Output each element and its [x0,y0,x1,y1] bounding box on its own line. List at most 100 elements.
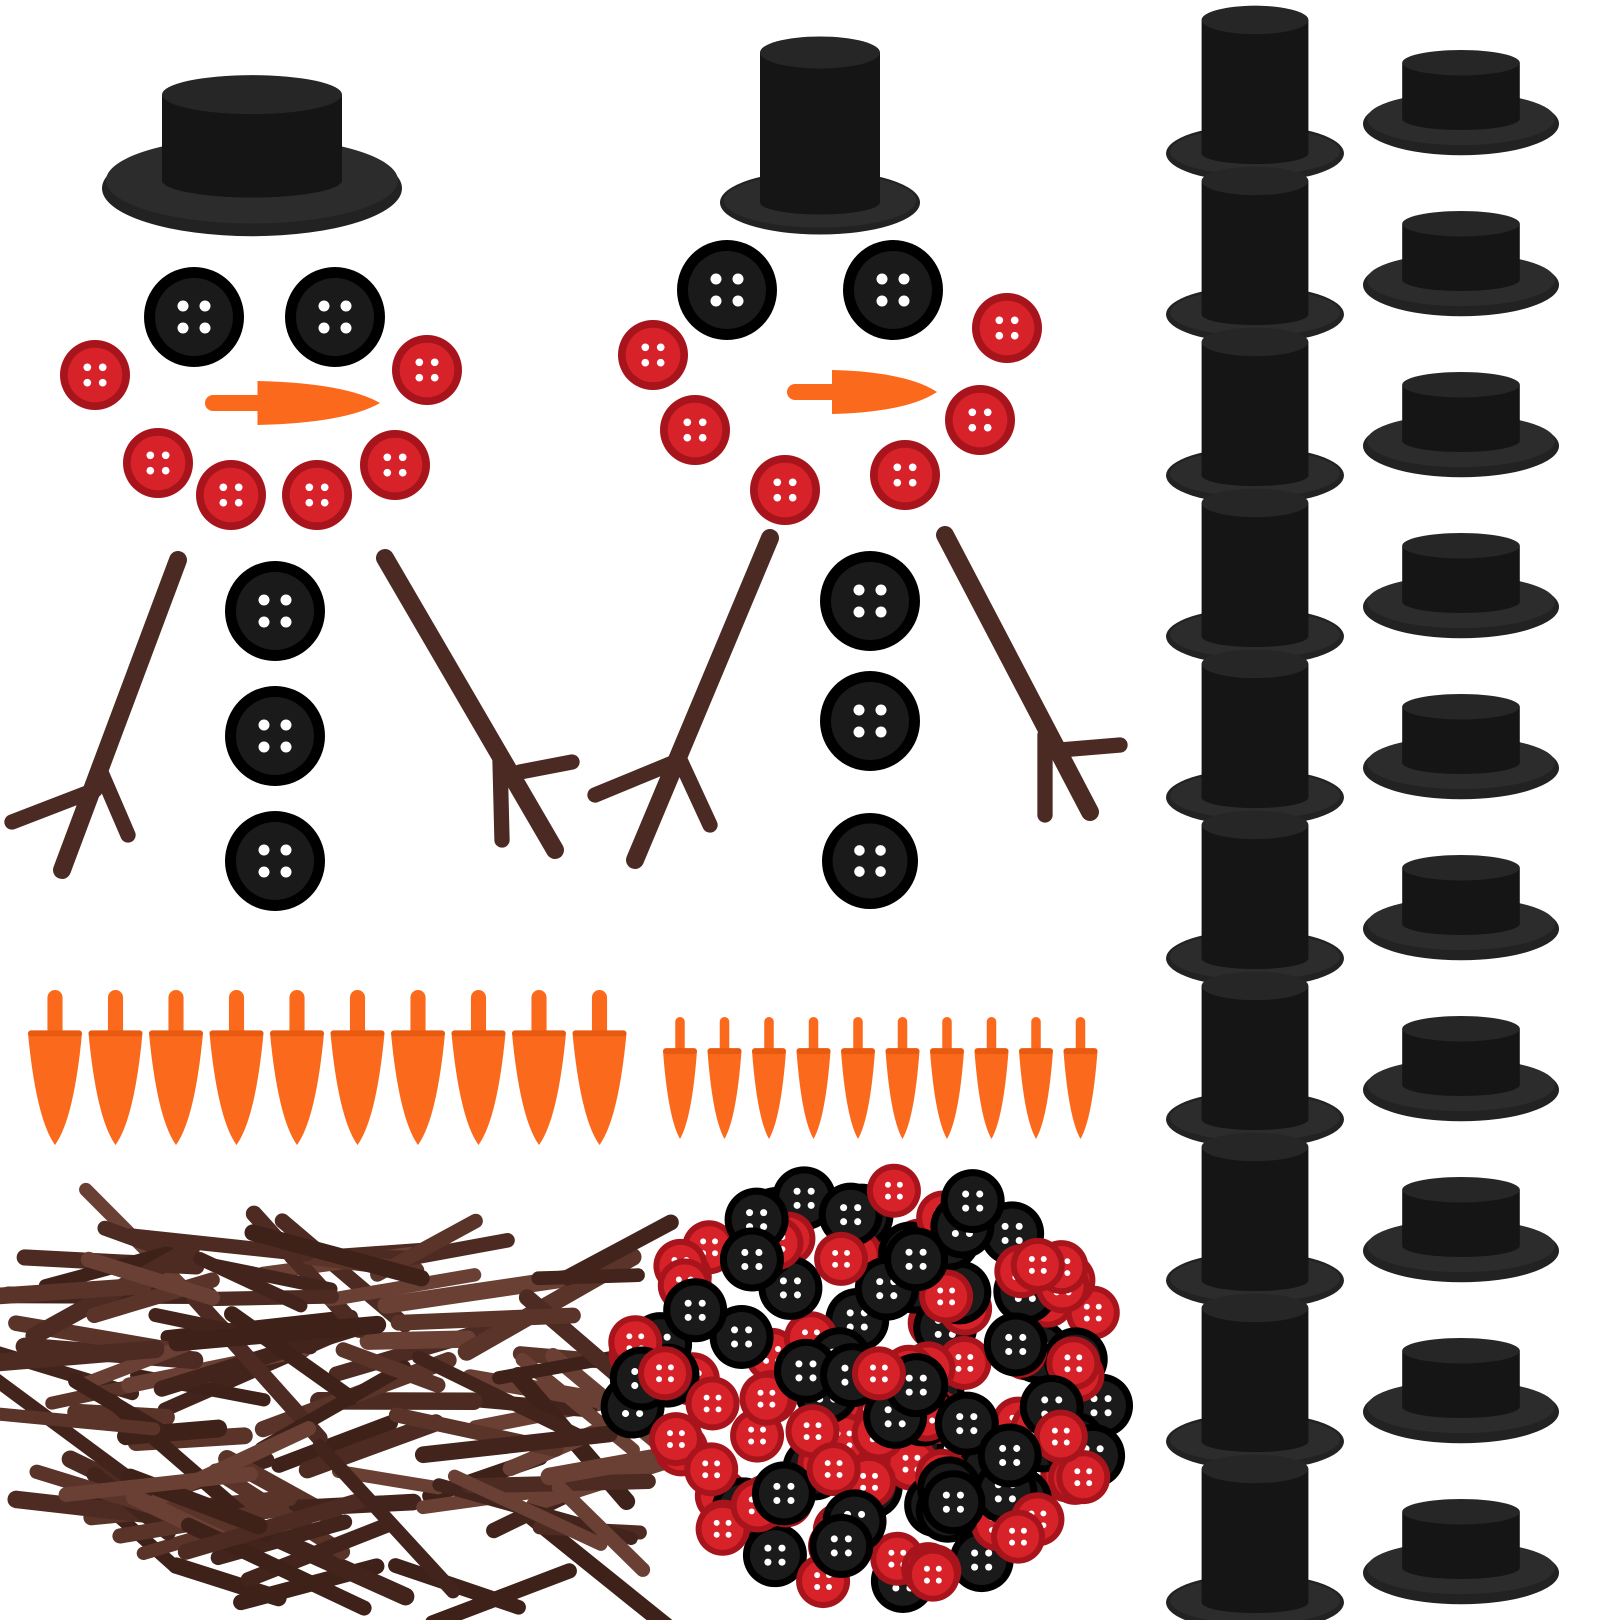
eye-button-icon [285,267,385,367]
pile-stick-icon [0,1277,152,1305]
button-pile [600,1163,1134,1613]
pile-stick-icon [264,1528,415,1606]
red-button-icon [360,430,430,500]
flat-top-hat-icon [1363,210,1559,317]
pile-stick-icon [123,1228,315,1262]
pile-red-button-icon [684,1442,739,1497]
stick-arms-layer [4,526,1128,879]
small-carrot-nose-icon [885,1017,920,1139]
flat-top-hat-icon [1363,693,1559,800]
top-hat-icon [1166,810,1344,987]
top-hat-icon [1166,488,1344,665]
pile-black-button-icon [663,1278,728,1343]
pile-red-button-icon [851,1346,906,1401]
pile-stick-icon [531,1268,645,1286]
top-hat-icon [1166,327,1344,504]
flat-top-hat-icon [1363,854,1559,961]
pile-stick-icon [193,1252,308,1313]
body-button-icon [225,686,325,786]
small-carrot-nose-icon [930,1017,964,1139]
large-carrot-nose-icon [330,990,385,1145]
pile-stick-icon [447,1469,608,1551]
flat-top-hat-icon [102,75,402,237]
pile-stick-icon [244,1224,430,1287]
pile-black-button-icon [709,1304,774,1369]
pile-red-button-icon [814,1231,869,1286]
carrot-nose-icon [787,370,937,414]
pile-stick-icon [168,1557,287,1607]
pile-stick-icon [425,1563,577,1620]
pile-red-button-icon [905,1547,960,1602]
stick-arm-icon [4,551,187,879]
pile-stick-icon [411,1350,589,1444]
large-carrot-nose-icon [512,990,566,1145]
top-hat-icon [1166,5,1344,182]
pile-red-button-icon [1056,1450,1111,1505]
eye-button-icon [144,267,244,367]
pile-stick-icon [177,1491,372,1560]
pile-black-button-icon [983,1312,1048,1377]
large-carrot-nose-icon [391,990,445,1145]
pile-red-button-icon [866,1163,921,1218]
pile-stick-icon [271,1415,399,1473]
pile-black-button-icon [742,1523,807,1588]
eye-button-icon [843,240,943,340]
pile-stick-icon [323,1268,482,1307]
pile-stick-icon [331,1464,445,1495]
large-carrot-nose-icon [451,990,506,1145]
small-carrot-nose-icon [1063,1017,1098,1139]
pile-black-button-icon [921,1470,986,1535]
pile-red-button-icon [648,1412,703,1467]
stick-arm-pile [0,1182,704,1620]
eye-button-icon [677,240,777,340]
pile-red-button-icon [1010,1237,1065,1292]
body-button-icon [822,813,918,909]
flat-top-hat-icon [1363,49,1559,156]
small-carrot-nose-icon [707,1017,742,1139]
pile-red-button-icon [685,1376,740,1431]
small-carrot-nose-icon [796,1017,831,1139]
red-button-icon [123,428,193,498]
body-button-icon [225,811,325,911]
top-hat-icon [1166,166,1344,343]
flat-top-hat-icon [1363,532,1559,639]
large-carrot-nose-icon [149,990,203,1145]
small-carrot-nose-icon [974,1017,1009,1139]
small-carrot-nose-icon [663,1017,697,1139]
pile-stick-icon [524,1509,673,1620]
pile-red-button-icon [637,1346,692,1401]
pile-red-button-icon [806,1442,861,1497]
pile-stick-icon [414,1425,618,1464]
pile-black-button-icon [977,1423,1042,1488]
body-button-icon [820,671,920,771]
flat-top-hat-icon [1363,1337,1559,1444]
stick-arm-icon [936,526,1128,823]
flat-top-hat-icon [1363,1498,1559,1605]
top-hat-icon [1166,1454,1344,1620]
small-carrot-nose-icon [841,1017,875,1139]
flat-top-hat-icon [1363,1176,1559,1283]
buttons-layer [60,240,1042,911]
red-button-icon [392,335,462,405]
pile-red-button-icon [990,1509,1045,1564]
hats-layer [102,5,1559,1620]
top-hat-icon [1166,971,1344,1148]
pile-black-button-icon [751,1461,816,1526]
large-carrot-nose-icon [270,990,324,1145]
small-carrot-nose-icon [752,1017,786,1139]
red-button-icon [618,320,688,390]
pile-black-button-icon [719,1227,784,1292]
pile-stick-icon [0,1340,165,1372]
body-button-icon [225,561,325,661]
red-button-icon [870,440,940,510]
red-button-icon [660,395,730,465]
carrot-nose-icon [205,381,380,425]
red-button-icon [196,460,266,530]
pile-red-button-icon [1033,1409,1088,1464]
pile-black-button-icon [773,1338,838,1403]
pile-black-button-icon [940,1169,1005,1234]
small-carrot-nose-icon [1019,1017,1053,1139]
red-button-icon [972,293,1042,363]
stick-arm-icon [587,529,779,869]
pile-black-button-icon [818,1182,883,1247]
